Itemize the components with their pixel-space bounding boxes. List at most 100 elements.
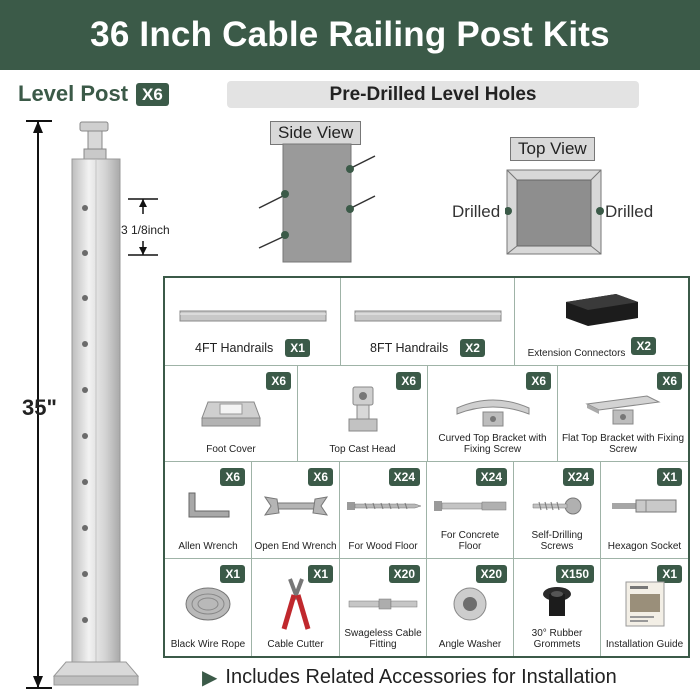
accessory-label: 8FT Handrails — [370, 341, 449, 355]
accessory-row: X6 Foot Cover X6 Top Cast Head X6 Curved… — [165, 366, 688, 462]
curved-bracket-icon — [428, 384, 557, 435]
accessory-label: Allen Wrench — [178, 541, 238, 552]
accessory-hexagon-socket: X1 Hexagon Socket — [601, 462, 688, 559]
accessory-label: Installation Guide — [605, 639, 684, 650]
accessory-flat-top-bracket: X6 Flat Top Bracket with Fixing Screw — [558, 366, 688, 462]
accessory-qty-badge: X20 — [475, 565, 507, 583]
top-view-drawing — [505, 169, 604, 255]
post-base-plate — [52, 661, 140, 686]
level-post-label: Level Post X6 — [18, 81, 169, 107]
open-end-wrench-icon — [252, 480, 339, 532]
drilled-right-label: Drilled — [605, 202, 654, 221]
accessory-label-row: 8FT Handrails X2 — [343, 339, 512, 357]
post-height-label: 35" — [22, 395, 57, 420]
cable-cutter-icon — [252, 577, 339, 630]
accessory-rubber-grommets: X150 30° Rubber Grommets — [514, 559, 601, 656]
accessory-qty-badge: X1 — [657, 468, 682, 486]
hole-spacing-dimension — [128, 198, 158, 256]
accessory-angle-washer: X20 Angle Washer — [427, 559, 514, 656]
side-view-tag: Side View — [270, 121, 362, 145]
accessory-allen-wrench: X6 Allen Wrench — [165, 462, 252, 559]
accessory-qty-badge: X1 — [220, 565, 245, 583]
title-banner: 36 Inch Cable Railing Post Kits — [0, 0, 700, 70]
footer-note: ▶ Includes Related Accessories for Insta… — [202, 666, 617, 689]
angle-washer-icon — [427, 577, 513, 630]
accessory-cable-cutter: X1 Cable Cutter — [252, 559, 340, 656]
cable-fitting-icon — [340, 577, 426, 630]
drilled-left-label: Drilled — [452, 202, 501, 221]
accessory-qty-badge: X6 — [266, 372, 291, 390]
accessory-row: 4FT Handrails X1 8FT Handrails X2 Extens… — [165, 278, 688, 366]
level-post-qty-badge: X6 — [136, 82, 169, 106]
accessory-label: Curved Top Bracket with Fixing Screw — [438, 433, 547, 455]
wire-rope-icon — [165, 577, 251, 630]
accessory-installation-guide: X1 Installation Guide — [601, 559, 688, 656]
accessory-qty-badge: X1 — [308, 565, 333, 583]
accessory-row: X6 Allen Wrench X6 Open End Wrench X24 F… — [165, 462, 688, 559]
accessory-label: Swageless Cable Fitting — [344, 628, 422, 650]
post-holes — [82, 205, 88, 623]
handrail-icon — [341, 296, 514, 335]
accessory-label: For Wood Floor — [348, 541, 418, 552]
footer-text: Includes Related Accessories for Install… — [225, 666, 617, 688]
accessory-qty-badge: X2 — [460, 339, 485, 357]
level-post-text: Level Post — [18, 81, 129, 106]
side-view-drawing — [258, 143, 376, 263]
accessory-8ft-handrails: 8FT Handrails X2 — [341, 278, 515, 366]
accessory-label: Top Cast Head — [329, 444, 396, 455]
accessory-qty-badge: X20 — [388, 565, 420, 583]
accessory-qty-badge: X24 — [562, 468, 594, 486]
accessory-label: Self-Drilling Screws — [531, 530, 583, 552]
accessory-qty-badge: X6 — [308, 468, 333, 486]
accessory-swageless-cable-fitting: X20 Swageless Cable Fitting — [340, 559, 427, 656]
accessory-label: Black Wire Rope — [170, 639, 246, 650]
rubber-grommet-icon — [514, 577, 600, 630]
accessory-qty-badge: X24 — [475, 468, 507, 486]
accessory-row: X1 Black Wire Rope X1 Cable Cutter X20 S… — [165, 559, 688, 656]
hole-spacing-label: 3 1/8inch — [121, 223, 170, 237]
accessories-grid: 4FT Handrails X1 8FT Handrails X2 Extens… — [163, 276, 690, 658]
accessory-curved-top-bracket: X6 Curved Top Bracket with Fixing Screw — [428, 366, 558, 462]
accessory-qty-badge: X6 — [396, 372, 421, 390]
extension-connector-icon — [515, 286, 688, 329]
accessory-black-wire-rope: X1 Black Wire Rope — [165, 559, 252, 656]
self-drilling-screw-icon — [514, 480, 600, 532]
foot-cover-icon — [165, 384, 297, 435]
accessory-qty-badge: X24 — [388, 468, 420, 486]
accessory-concrete-anchor: X24 For Concrete Floor — [427, 462, 514, 559]
wood-screw-icon — [340, 480, 426, 532]
accessory-label: Hexagon Socket — [607, 541, 682, 552]
allen-wrench-icon — [165, 480, 251, 532]
accessory-4ft-handrails: 4FT Handrails X1 — [165, 278, 341, 366]
accessory-wood-floor-screw: X24 For Wood Floor — [340, 462, 427, 559]
accessory-qty-badge: X6 — [657, 372, 682, 390]
pre-drilled-header: Pre-Drilled Level Holes — [227, 81, 639, 108]
top-view-tag: Top View — [510, 137, 595, 161]
accessory-self-drilling-screws: X24 Self-Drilling Screws — [514, 462, 601, 559]
post-top-head — [79, 121, 109, 160]
hexagon-socket-icon — [601, 480, 688, 532]
accessory-label-row: 4FT Handrails X1 — [167, 339, 338, 357]
accessory-extension-connectors: Extension Connectors X2 — [515, 278, 688, 366]
accessory-label: 4FT Handrails — [195, 341, 274, 355]
height-dimension-line — [26, 120, 52, 689]
accessory-qty-badge: X1 — [285, 339, 310, 357]
top-cast-head-icon — [298, 384, 427, 435]
handrail-icon — [165, 296, 340, 335]
accessory-qty-badge: X2 — [631, 337, 656, 355]
accessory-label: For Concrete Floor — [440, 530, 500, 552]
concrete-anchor-icon — [427, 480, 513, 532]
accessory-open-end-wrench: X6 Open End Wrench — [252, 462, 340, 559]
flat-bracket-icon — [558, 384, 688, 435]
play-triangle-icon: ▶ — [202, 666, 218, 689]
accessory-label: Cable Cutter — [267, 639, 324, 650]
accessory-qty-badge: X1 — [657, 565, 682, 583]
accessory-label: Flat Top Bracket with Fixing Screw — [561, 433, 685, 455]
accessory-qty-badge: X6 — [526, 372, 551, 390]
accessory-label: Angle Washer — [438, 639, 502, 650]
level-post-drawing — [26, 120, 158, 689]
page-title: 36 Inch Cable Railing Post Kits — [90, 15, 610, 54]
accessory-label: Foot Cover — [206, 444, 256, 455]
accessory-label: 30° Rubber Grommets — [531, 628, 583, 650]
accessory-qty-badge: X150 — [555, 565, 594, 583]
